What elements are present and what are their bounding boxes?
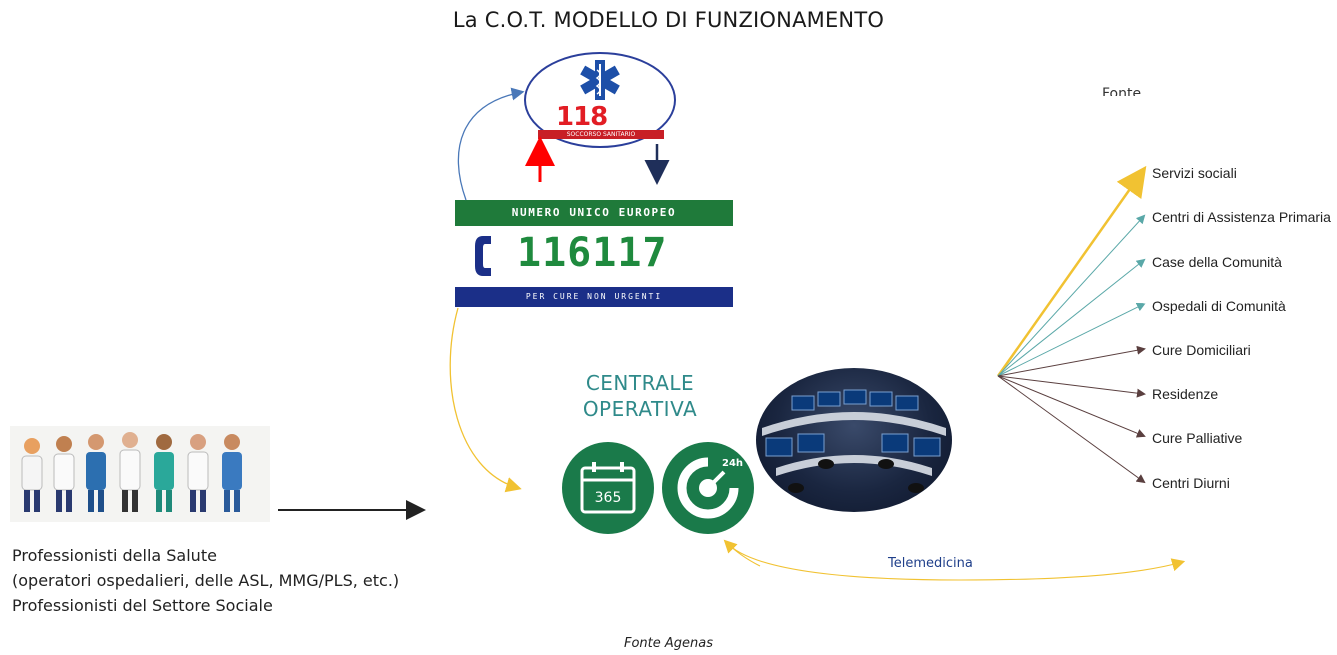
destination-cure-palliative: Cure Palliative	[1152, 430, 1243, 446]
caption-line-2: (operatori ospedalieri, delle ASL, MMG/P…	[12, 571, 400, 590]
clock-24h-tile: 24h	[662, 442, 754, 534]
destination-centri-diurni: Centri Diurni	[1152, 475, 1230, 491]
curve-116117-to-118	[457, 87, 525, 201]
nue-top-label: NUMERO UNICO EUROPEO	[455, 200, 733, 226]
calendar-365-tile: 365	[562, 442, 654, 534]
clock-cycle-icon	[677, 457, 739, 519]
control-room-photo	[756, 368, 952, 512]
centrale-line-1: CENTRALE	[585, 371, 695, 395]
destination-servizi-sociali: Servizi sociali	[1152, 165, 1237, 181]
professionals-group-icon	[10, 426, 270, 522]
centrale-operativa-title: CENTRALE OPERATIVA	[540, 370, 740, 422]
curve-116117-to-central	[449, 307, 522, 493]
destination-centri-assistenza: Centri di Assistenza Primaria	[1152, 209, 1331, 225]
caption-line-3: Professionisti del Settore Sociale	[12, 596, 273, 615]
destination-residenze: Residenze	[1152, 386, 1219, 402]
destination-ospedali-comunita: Ospedali di Comunità	[1152, 298, 1286, 314]
destination-case-comunita: Case della Comunità	[1152, 254, 1282, 270]
control-room-illustration	[762, 389, 946, 493]
professionals-caption: Professionisti della Salute (operatori o…	[12, 543, 399, 618]
badge-118-ribbon: SOCCORSO SANITARIO	[538, 130, 664, 139]
cropped-source-label: Fonte Agenas	[1102, 86, 1142, 96]
nue-number: 116117	[517, 230, 668, 276]
telemedicine-label: Telemedicina	[888, 556, 973, 571]
calendar-icon	[580, 462, 636, 514]
destination-cure-domiciliari: Cure Domiciliari	[1152, 342, 1251, 358]
page-title: La C.O.T. MODELLO DI FUNZIONAMENTO	[452, 8, 885, 32]
star-of-life-icon	[580, 60, 620, 100]
hours-label: 24h	[722, 458, 744, 469]
health-professionals-illustration	[10, 426, 270, 522]
telemedicine-arc	[725, 541, 1186, 581]
phone-handset-icon	[475, 236, 491, 276]
nue-bottom-label: PER CURE NON URGENTI	[455, 287, 733, 307]
centrale-line-2: OPERATIVA	[582, 397, 698, 421]
emergency-118-badge: 118 SOCCORSO SANITARIO	[524, 52, 676, 148]
badge-118-number: 118	[556, 102, 608, 132]
nue-116117-card: NUMERO UNICO EUROPEO 116117 PER CURE NON…	[455, 200, 733, 307]
days-label: 365	[594, 490, 622, 506]
source-label: Fonte Agenas	[623, 636, 714, 651]
destination-arrows	[996, 165, 1147, 484]
caption-line-1: Professionisti della Salute	[12, 546, 217, 565]
